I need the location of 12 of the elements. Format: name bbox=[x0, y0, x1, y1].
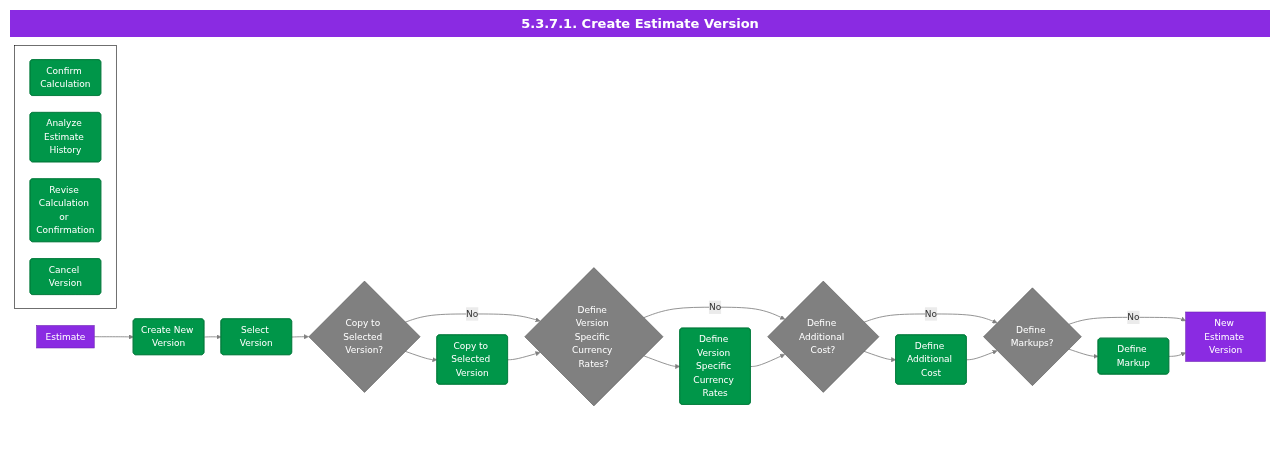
cluster bbox=[14, 45, 117, 309]
node-box: Estimate bbox=[36, 325, 95, 349]
node-box: New Estimate Version bbox=[1185, 311, 1266, 362]
edge-label: No bbox=[924, 308, 938, 320]
node-diamond: Define Additional Cost? bbox=[767, 280, 880, 393]
edge-label: No bbox=[708, 301, 722, 313]
edge-label: No bbox=[1127, 311, 1140, 323]
edge-label: No bbox=[466, 308, 479, 320]
node-diamond: Define Markups? bbox=[983, 287, 1082, 386]
node-diamond: Define Version Specific Currency Rates? bbox=[524, 267, 664, 407]
node-diamond: Copy to Selected Version? bbox=[308, 280, 421, 393]
diagram-title: 5.3.7.1. Create Estimate Version bbox=[10, 10, 1270, 37]
